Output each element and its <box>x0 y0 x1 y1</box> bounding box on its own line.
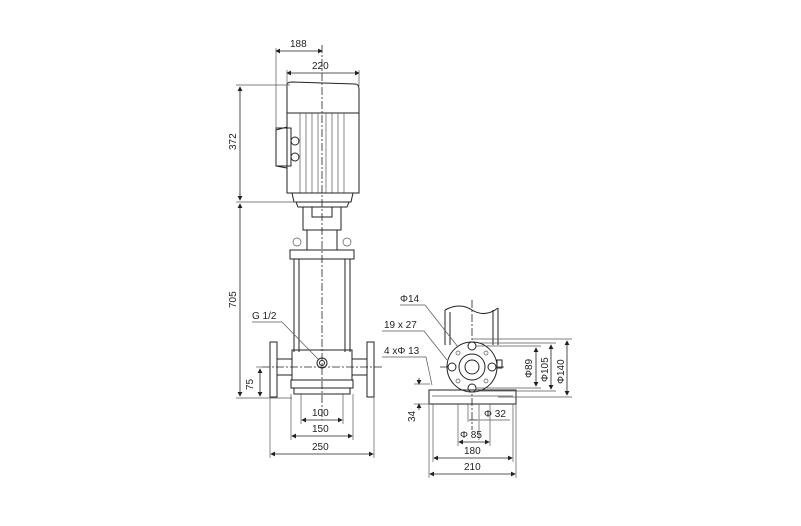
label-19x27: 19 x 27 <box>384 320 417 331</box>
dim-705: 705 <box>228 291 239 308</box>
front-view: 188 220 372 705 75 G 1/2 <box>228 39 382 458</box>
label-d14: Φ14 <box>400 294 420 305</box>
dim-372: 372 <box>228 133 239 150</box>
dim-150: 150 <box>312 424 329 435</box>
dim-220: 220 <box>312 61 329 72</box>
side-view: Φ14 19 x 27 4 xΦ 13 Φ89 Φ105 Φ140 <box>382 294 572 478</box>
dim-d89: Φ89 <box>524 358 535 378</box>
dim-210: 210 <box>464 462 481 473</box>
front-dimensions: 188 220 372 705 75 G 1/2 <box>228 39 375 458</box>
motor <box>275 81 360 208</box>
dim-d140: Φ140 <box>556 359 567 384</box>
label-4xd13: 4 xΦ 13 <box>384 346 420 357</box>
dim-75: 75 <box>245 378 256 390</box>
coupling <box>289 206 355 260</box>
dim-d85: Φ 85 <box>460 430 482 441</box>
flanges <box>262 341 382 398</box>
dim-34: 34 <box>407 410 418 422</box>
dim-d105: Φ105 <box>540 357 551 382</box>
label-g12: G 1/2 <box>252 311 277 322</box>
dim-188: 188 <box>290 39 307 50</box>
dim-180: 180 <box>464 446 481 457</box>
side-dimensions: Φ14 19 x 27 4 xΦ 13 Φ89 Φ105 Φ140 <box>382 294 572 478</box>
dim-d32: Φ 32 <box>484 409 506 420</box>
dim-250: 250 <box>312 442 329 453</box>
dim-100: 100 <box>312 408 329 419</box>
